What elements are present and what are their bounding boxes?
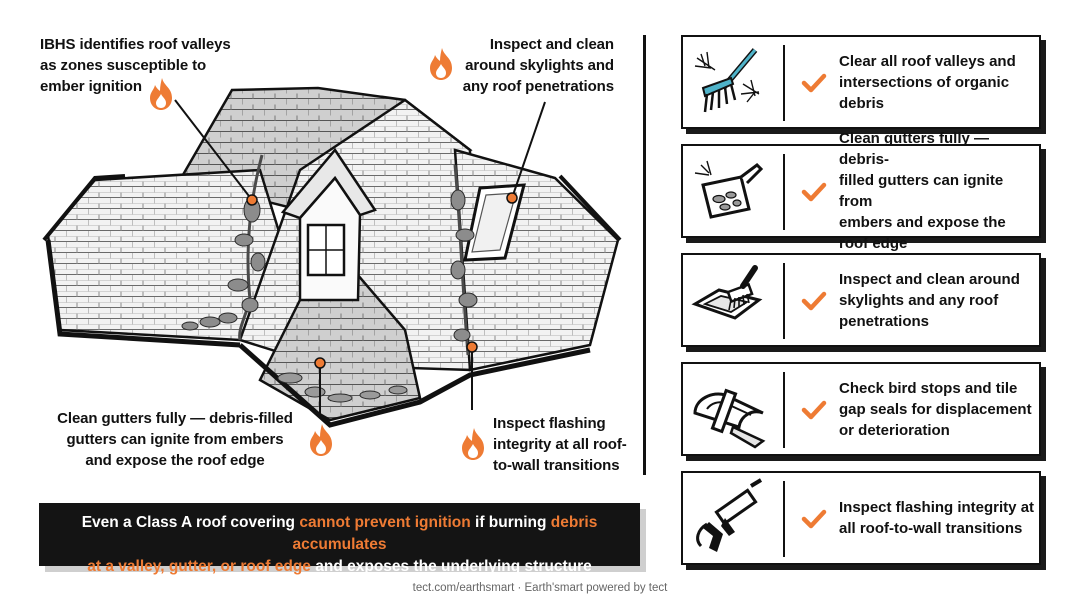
checklist-text: Check bird stops and tile gap seals for … [839,379,1032,439]
checklist-text: Clear all roof valleys and intersections… [839,52,1016,112]
callout-roof-valleys: IBHS identifies roof valleys as zones su… [40,36,231,95]
checklist-text: Clean gutters fully — debris- filled gut… [839,130,1006,252]
callout-gutters: Clean gutters fully — debris-filled gutt… [57,410,293,469]
caulk-gun-icon [696,478,763,552]
skylight-brush-icon [691,265,763,320]
valley-debris-left [181,154,266,341]
card-separator [783,372,785,448]
flame-icon [430,48,452,80]
checklist-text: Inspect and clean around skylights and a… [839,270,1020,330]
flame-icon [462,428,484,460]
leader-valleys [174,99,253,201]
leader-skylights [511,101,546,199]
tile-seal-icon [693,388,766,449]
key-message-banner: Even a Class A roof covering cannot prev… [39,503,640,575]
callout-flashing: Inspect flashing integrity at all roof- … [493,415,627,474]
card-separator [783,45,785,121]
card-separator [783,154,785,230]
check-icon [801,509,827,529]
dot-skylight [506,192,518,204]
banner-line-1: Even a Class A roof covering cannot prev… [81,514,598,553]
card-separator [783,481,785,557]
flame-icon [310,424,332,456]
vertical-divider [643,35,646,475]
checklist-card-valleys: Clear all roof valleys and intersections… [681,35,1041,129]
checklist-card-skylights: Inspect and clean around skylights and a… [681,253,1041,347]
rake-icon [694,48,760,113]
check-icon [801,291,827,311]
dot-valley [246,194,258,206]
roof-illustration [42,48,622,460]
gutter-scoop-icon [694,160,764,219]
dot-flashing [466,341,478,353]
gable-left-trim [42,174,126,242]
check-icon [801,400,827,420]
gable-right-trim [558,174,622,242]
card-separator [783,263,785,339]
eave-front [238,343,591,428]
checklist-card-gutters: Clean gutters fully — debris- filled gut… [681,130,1041,252]
checklist-card-flashing: Inspect flashing integrity at all roof-t… [681,471,1041,565]
banner-line-2: at a valley, gutter, or roof edge and ex… [87,558,592,575]
eave-left [45,239,241,348]
flame-icon [150,78,172,110]
valley-debris-right [450,164,478,356]
callout-skylights: Inspect and clean around skylights and a… [462,36,614,95]
checklist-text: Inspect flashing integrity at all roof-t… [839,499,1035,537]
check-icon [801,73,827,93]
checklist-card-bird-stops: Check bird stops and tile gap seals for … [681,362,1041,456]
check-icon [801,182,827,202]
dot-gutter [314,357,326,369]
footer-credit: tect.com/earthsmart · Earth'smart powere… [412,582,668,594]
